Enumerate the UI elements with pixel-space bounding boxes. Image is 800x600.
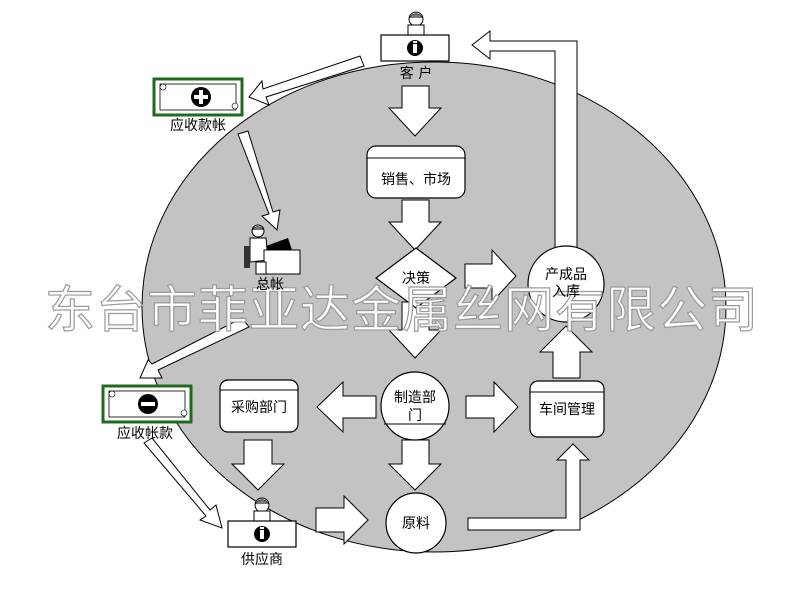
- person-at-desk-icon: [380, 11, 450, 62]
- manufacturing-label-line2: 门: [408, 408, 422, 424]
- arrow-customer-to-receivables: [248, 55, 365, 106]
- workshop-box: [529, 380, 605, 438]
- arrow-manufacturing-to-purchasing: [316, 380, 377, 434]
- person-at-desk-icon: [227, 497, 297, 548]
- arrow-sales-to-decision: [387, 199, 443, 251]
- person-at-computer-icon: [244, 224, 301, 275]
- arrow-decision-to-finished-goods: [464, 248, 517, 304]
- arrow-decision-to-manufacturing: [387, 301, 443, 359]
- arrow-materials-to-workshop: [467, 443, 591, 531]
- receivables-node: [152, 77, 244, 117]
- payables-node: [101, 384, 193, 424]
- manufacturing-circle: [380, 371, 450, 441]
- finished-goods-label-line1: 产成品: [545, 267, 587, 283]
- arrow-manufacturing-to-materials: [387, 439, 443, 491]
- decision-diamond: [375, 247, 457, 309]
- arrow-supplier-to-materials: [315, 494, 369, 546]
- materials-circle: [385, 492, 447, 554]
- arrow-ledger-to-payables: [139, 317, 250, 379]
- supplier-node: [227, 497, 297, 548]
- arrow-finished-goods-to-customer: [471, 29, 578, 251]
- arrow-manufacturing-to-workshop: [465, 380, 519, 434]
- sales-box: [366, 145, 466, 199]
- manufacturing-label-line1: 制造部: [394, 390, 436, 406]
- sales-label: 销售、市场: [381, 171, 451, 188]
- purchasing-box: [219, 379, 299, 433]
- purchasing-label: 采购部门: [231, 400, 287, 416]
- customer-label: 客 户: [400, 65, 432, 82]
- watermark-text: 东台市菲亚达金属丝网有限公司: [45, 281, 759, 339]
- arrow-payables-to-supplier: [143, 437, 223, 529]
- ledger-node: [244, 224, 301, 275]
- supplier-label: 供应商: [241, 551, 283, 568]
- finished-goods-label-line2: 入库: [552, 284, 580, 300]
- banknote-plus-icon: [152, 77, 244, 117]
- finished-goods-circle: [527, 245, 605, 323]
- receivables-label: 应收款帐: [170, 117, 226, 134]
- payables-label: 应收帐款: [117, 425, 173, 442]
- decision-label: 决策: [402, 270, 430, 287]
- workshop-label: 车间管理: [539, 401, 595, 418]
- customer-node: [380, 11, 450, 62]
- arrow-customer-to-sales: [387, 85, 443, 137]
- arrow-workshop-to-finished-goods: [538, 325, 594, 379]
- banknote-minus-icon: [101, 384, 193, 424]
- arrow-receivables-to-ledger: [237, 130, 281, 232]
- ledger-label: 总帐: [256, 277, 284, 293]
- materials-label: 原料: [402, 516, 430, 532]
- arrow-purchasing-to-supplier: [230, 439, 286, 491]
